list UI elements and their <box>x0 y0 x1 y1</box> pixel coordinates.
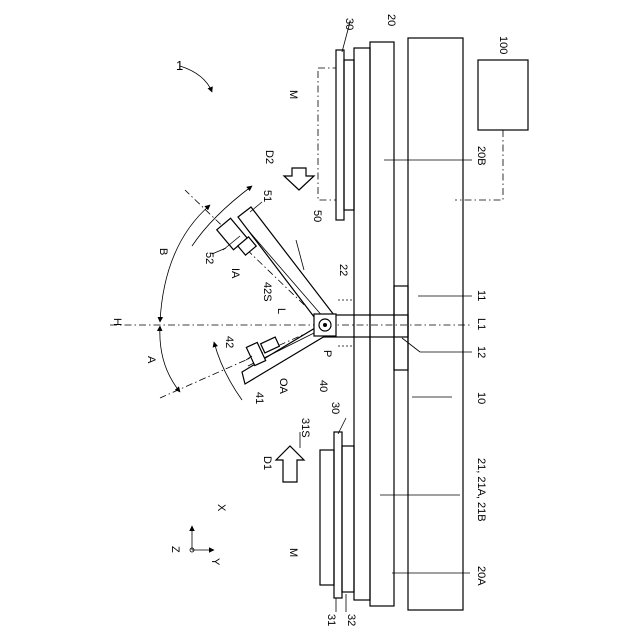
arc-A <box>160 326 180 392</box>
label-51: 51 <box>261 190 273 202</box>
label-22: 22 <box>337 264 349 276</box>
label-41: 41 <box>253 392 265 404</box>
mask-M-bottom <box>320 450 334 585</box>
label-H: H <box>111 318 123 326</box>
stage-20 <box>370 42 394 606</box>
arrow-D2 <box>284 168 314 190</box>
label-M-top: M <box>287 90 299 99</box>
plate-21 <box>354 48 370 600</box>
label-20A: 20A <box>475 566 487 586</box>
label-10: 10 <box>475 392 487 404</box>
carrier-30-top <box>336 50 344 220</box>
label-20B: 20B <box>475 146 487 166</box>
label-OA: OA <box>277 378 289 395</box>
label-20: 20 <box>385 14 397 26</box>
carrier-30-top-plate <box>344 60 354 210</box>
carrier-30-bottom-plate <box>342 446 354 592</box>
label-IA: IA <box>229 268 241 279</box>
label-52: 52 <box>203 252 215 264</box>
label-X: X <box>215 504 227 512</box>
label-D1: D1 <box>261 456 273 470</box>
label-30-mid: 30 <box>329 402 341 414</box>
arc-B <box>160 205 210 322</box>
block-11 <box>394 286 408 370</box>
label-42: 42 <box>223 336 235 348</box>
controller-100 <box>478 60 528 130</box>
label-50: 50 <box>311 210 323 222</box>
base-10 <box>408 38 463 610</box>
label-40: 40 <box>317 380 329 392</box>
label-100: 100 <box>497 36 509 54</box>
label-B: B <box>157 248 169 255</box>
label-11: 11 <box>475 290 487 301</box>
label-21: 21, 21A, 21B <box>475 458 487 522</box>
label-P: P <box>321 350 333 357</box>
label-32: 32 <box>345 614 357 626</box>
arm-40 <box>242 325 325 384</box>
label-42S: 42S <box>261 282 273 302</box>
label-30-top: 30 <box>343 18 355 30</box>
label-31S: 31S <box>299 418 311 438</box>
label-L1: L1 <box>475 318 487 330</box>
label-Y: Y <box>209 558 221 566</box>
coord-axes <box>190 526 214 552</box>
label-M-bottom: M <box>287 548 299 557</box>
label-A: A <box>145 356 157 364</box>
label-31: 31 <box>325 614 337 626</box>
label-Z: Z <box>169 546 181 553</box>
label-L: L <box>275 308 287 314</box>
axis-OA <box>160 325 325 398</box>
arrow-D1 <box>276 446 304 482</box>
label-12: 12 <box>475 346 487 358</box>
mask-M-top <box>318 68 336 200</box>
carrier-30-bottom <box>334 432 342 598</box>
label-D2: D2 <box>263 150 275 164</box>
label-1: 1 <box>176 58 183 73</box>
